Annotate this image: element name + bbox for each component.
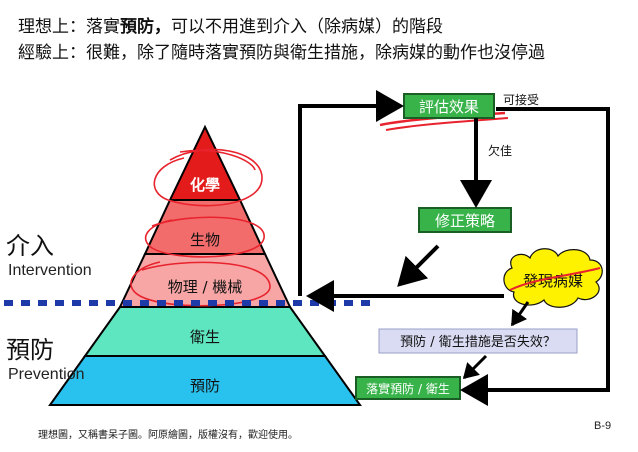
prevention-label-en: Prevention <box>8 366 85 383</box>
pyramid-label-biological: 生物 <box>190 231 220 249</box>
flow-arrows <box>298 90 610 406</box>
arrow-correct-to-pyramid <box>397 244 440 287</box>
correct-strategy-label: 修正策略 <box>435 212 495 230</box>
intervention-label-zh: 介入 <box>6 232 54 260</box>
inadequate-label: 欠佳 <box>488 143 512 158</box>
arrow-found-to-question <box>510 301 530 327</box>
pyramid-level-prevention <box>48 355 362 406</box>
evaluate-effect-label: 評估效果 <box>419 98 479 116</box>
acceptable-label: 可接受 <box>503 92 539 107</box>
header-line-ideal: 理想上：落實預防，可以不用進到介入（除病媒）的階段 <box>18 12 443 37</box>
footer-note: 理想圖，又稱書呆子圖。阿原繪圖，版權沒有，歡迎使用。 <box>38 430 298 441</box>
arrow-loop-to-evaluate <box>298 90 404 296</box>
found-vectors-label: 發現病媒 <box>523 272 583 290</box>
pyramid-label-sanitation: 衛生 <box>190 328 220 346</box>
found-vectors-scribble <box>509 267 601 291</box>
pyramid-label-physical: 物理 / 機械 <box>168 278 243 296</box>
header-ideal-emphasis: 預防， <box>120 17 171 37</box>
page-number: B-9 <box>594 420 612 432</box>
header-line-experience: 經驗上：很難，除了隨時落實預防與衛生措施，除病媒的動作也沒停過 <box>18 43 545 63</box>
evaluate-effect-box <box>403 93 495 119</box>
prevention-label-zh: 預防 <box>6 336 54 364</box>
header-ideal-suffix: 可以不用進到介入（除病媒）的階段 <box>171 17 443 37</box>
failure-question-box <box>378 328 578 354</box>
correct-strategy-box <box>418 207 512 233</box>
pyramid-label-chemical: 化學 <box>190 176 220 194</box>
header-ideal-prefix: 理想上：落實 <box>18 17 120 37</box>
arrow-question-to-implement <box>462 354 488 380</box>
failure-question-label: 預防 / 衛生措施是否失效？ <box>400 334 556 350</box>
arrow-acceptable-loop <box>460 107 610 406</box>
pyramid-label-prevention: 預防 <box>190 377 220 395</box>
intervention-label-en: Intervention <box>8 262 92 279</box>
implement-label: 落實預防 / 衛生 <box>366 381 450 396</box>
